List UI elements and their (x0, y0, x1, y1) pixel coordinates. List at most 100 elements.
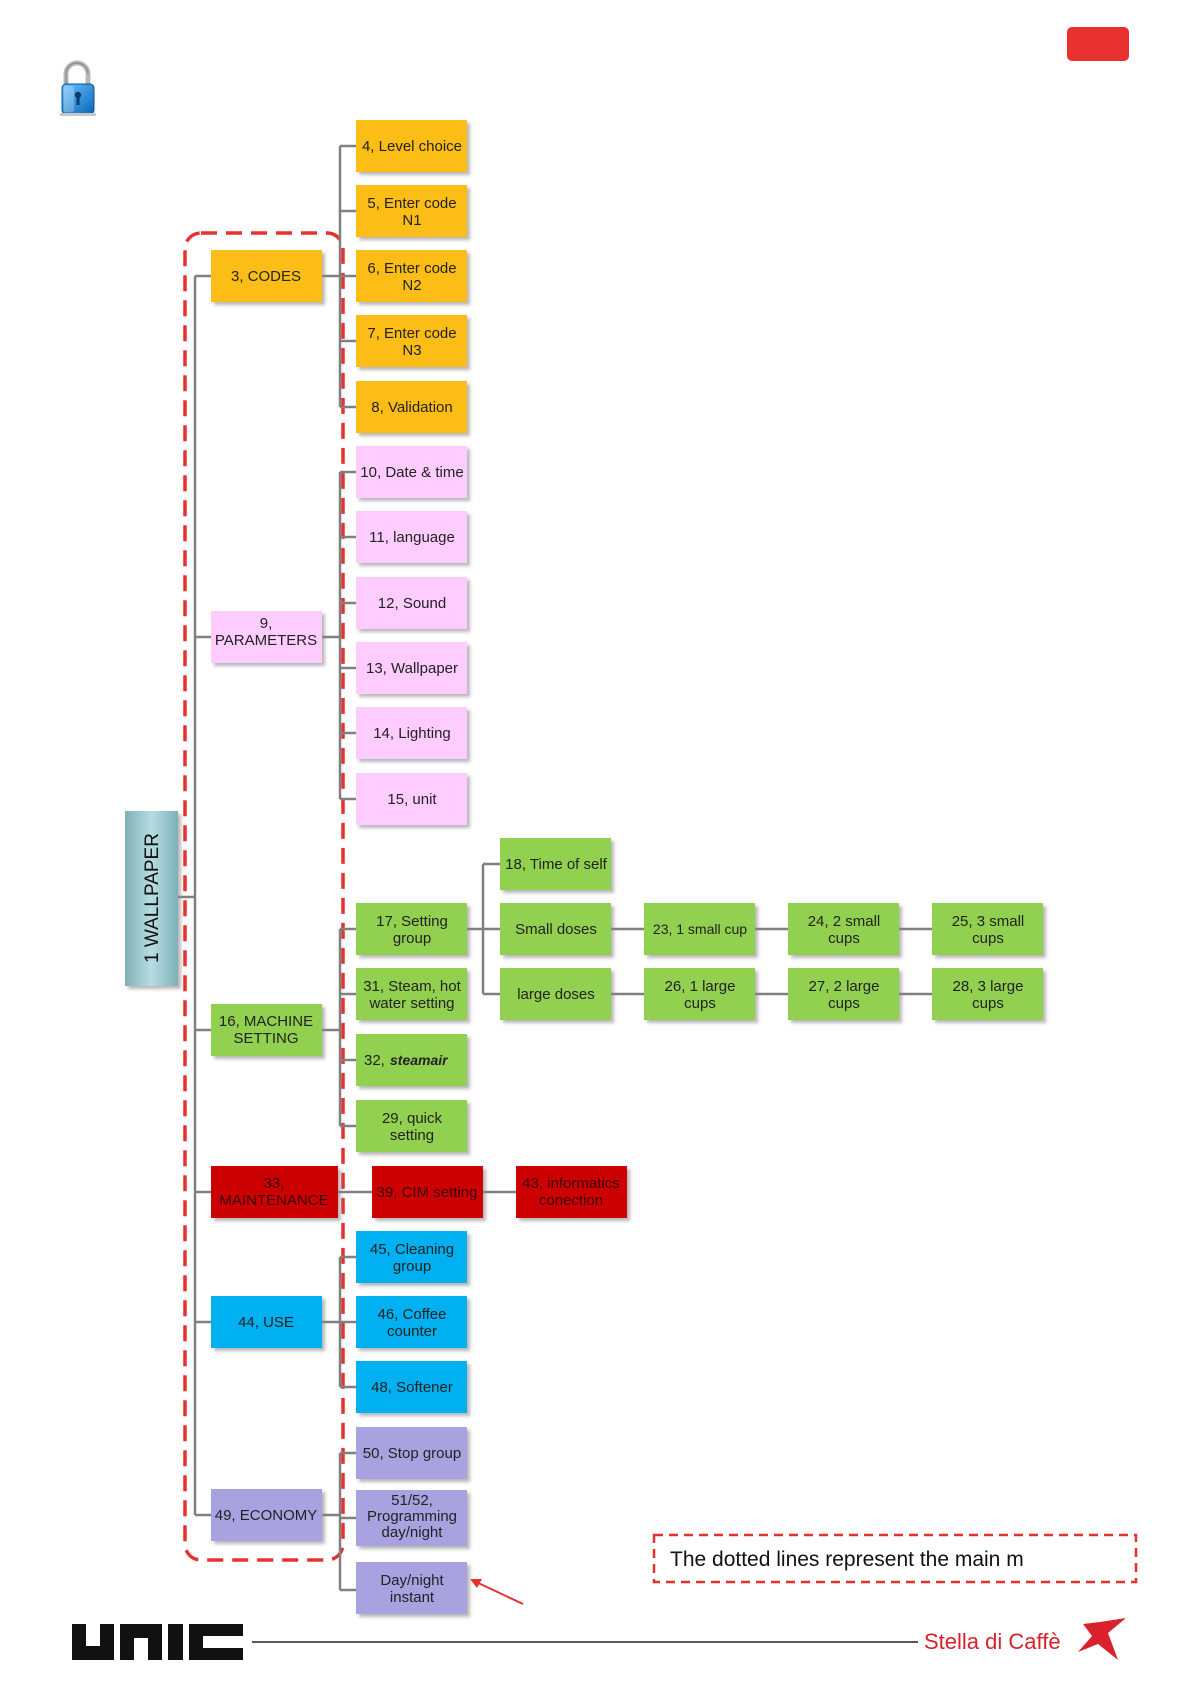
svg-text:cups: cups (684, 995, 716, 1012)
svg-text:15, unit: 15, unit (387, 791, 437, 808)
node-1-large-cups: 26, 1 large cups (644, 968, 755, 1020)
node-lighting: 14, Lighting (356, 707, 467, 759)
svg-text:9,: 9, (260, 615, 273, 632)
node-3-small-cups: 25, 3 small cups (932, 903, 1043, 955)
svg-text:16, MACHINE: 16, MACHINE (219, 1013, 313, 1030)
svg-text:cups: cups (828, 995, 860, 1012)
svg-text:instant: instant (390, 1589, 435, 1606)
node-coffee-counter: 46, Coffee counter (356, 1296, 467, 1348)
svg-text:39, CIM setting: 39, CIM setting (377, 1184, 478, 1201)
svg-text:18, Time of self: 18, Time of self (505, 856, 608, 873)
red-arrow-icon (470, 1579, 524, 1605)
group-label-codes: 3, CODES (231, 268, 301, 285)
node-day-night-instant: Day/night instant (356, 1562, 467, 1614)
node-small-doses: Small doses (500, 903, 611, 955)
stella-di-caffe-logo: Stella di Caffè (924, 1629, 1061, 1654)
svg-text:setting: setting (390, 1127, 434, 1144)
node-enter-code-n2: 6, Enter code N2 (356, 250, 467, 302)
node-2-small-cups: 24, 2 small cups (788, 903, 899, 955)
node-quick-setting: 29, quick setting (356, 1100, 467, 1152)
group-node-use: 44, USE (211, 1296, 322, 1348)
svg-text:26, 1 large: 26, 1 large (665, 978, 736, 995)
node-time-of-self: 18, Time of self (500, 838, 611, 890)
svg-text:PARAMETERS: PARAMETERS (215, 632, 317, 649)
svg-text:13, Wallpaper: 13, Wallpaper (366, 660, 458, 677)
node-1-small-cup: 23, 1 small cup (644, 903, 755, 955)
node-language: 11, language (356, 511, 467, 563)
svg-text:cups: cups (972, 995, 1004, 1012)
svg-text:8, Validation: 8, Validation (371, 399, 452, 416)
group-node-parameters: 9, PARAMETERS (211, 611, 322, 663)
node-programming-day-night: 51/52, Programming day/night (356, 1490, 467, 1546)
svg-text:group: group (393, 1258, 431, 1275)
node-2-large-cups: 27, 2 large cups (788, 968, 899, 1020)
svg-text:28, 3 large: 28, 3 large (953, 978, 1024, 995)
svg-text:14, Lighting: 14, Lighting (373, 725, 451, 742)
node-enter-code-n3: 7, Enter code N3 (356, 315, 467, 367)
svg-text:32,: 32, (364, 1052, 385, 1069)
svg-text:SETTING: SETTING (233, 1030, 298, 1047)
svg-text:46, Coffee: 46, Coffee (378, 1306, 447, 1323)
svg-text:conection: conection (539, 1192, 603, 1209)
root-label: 1 WALLPAPER (142, 833, 163, 963)
node-steamair: 32, steamair (356, 1034, 467, 1086)
node-sound: 12, Sound (356, 577, 467, 629)
note-text: The dotted lines represent the main m (670, 1548, 1024, 1571)
svg-text:12, Sound: 12, Sound (378, 595, 446, 612)
svg-text:51/52,: 51/52, (391, 1492, 433, 1509)
svg-text:day/night: day/night (382, 1524, 444, 1541)
svg-text:steamair: steamair (390, 1052, 449, 1068)
svg-text:large doses: large doses (517, 986, 595, 1003)
svg-text:24, 2 small: 24, 2 small (808, 913, 881, 930)
svg-text:33,: 33, (264, 1175, 285, 1192)
svg-text:5, Enter code: 5, Enter code (367, 195, 456, 212)
node-cleaning-group: 45, Cleaning group (356, 1231, 467, 1283)
group-node-machine-setting: 16, MACHINE SETTING (211, 1004, 322, 1056)
node-level-choice: 4, Level choice (356, 120, 467, 172)
svg-text:43, informatics: 43, informatics (522, 1175, 620, 1192)
svg-text:Day/night: Day/night (380, 1572, 444, 1589)
svg-text:31, Steam, hot: 31, Steam, hot (363, 978, 461, 995)
node-informatics-conection: 43, informatics conection (516, 1166, 627, 1218)
svg-text:counter: counter (387, 1323, 437, 1340)
svg-text:4, Level choice: 4, Level choice (362, 138, 462, 155)
node-3-large-cups: 28, 3 large cups (932, 968, 1043, 1020)
svg-text:water setting: water setting (368, 995, 454, 1012)
svg-text:cups: cups (972, 930, 1004, 947)
svg-text:N1: N1 (402, 212, 421, 229)
svg-text:6, Enter code: 6, Enter code (367, 260, 456, 277)
node-large-doses: large doses (500, 968, 611, 1020)
node-wallpaper: 13, Wallpaper (356, 642, 467, 694)
node-enter-code-n1: 5, Enter code N1 (356, 185, 467, 237)
group-node-codes: 3, CODES (211, 250, 322, 302)
svg-text:27, 2 large: 27, 2 large (809, 978, 880, 995)
svg-text:7, Enter code: 7, Enter code (367, 325, 456, 342)
node-unit: 15, unit (356, 773, 467, 825)
node-cim-setting: 39, CIM setting (372, 1166, 483, 1218)
note-box: The dotted lines represent the main m (652, 1533, 1138, 1584)
svg-text:N3: N3 (402, 342, 421, 359)
red-header-tab (1067, 27, 1129, 61)
svg-text:11, language: 11, language (369, 529, 455, 546)
svg-text:50, Stop group: 50, Stop group (363, 1445, 461, 1462)
svg-text:Programming: Programming (367, 1508, 457, 1525)
svg-text:45, Cleaning: 45, Cleaning (370, 1241, 454, 1258)
svg-text:25, 3 small: 25, 3 small (952, 913, 1025, 930)
svg-text:23, 1 small cup: 23, 1 small cup (653, 921, 747, 937)
node-steam-hot-water: 31, Steam, hot water setting (356, 968, 467, 1020)
node-setting-group: 17, Setting group (356, 903, 467, 955)
node-date-time: 10, Date & time (356, 446, 467, 498)
svg-text:29, quick: 29, quick (382, 1110, 443, 1127)
svg-text:10, Date & time: 10, Date & time (360, 464, 463, 481)
main-menu-dashed-frame (183, 231, 345, 1562)
svg-text:17, Setting: 17, Setting (376, 913, 448, 930)
padlock-icon (60, 60, 96, 116)
group-node-economy: 49, ECONOMY (211, 1489, 322, 1541)
node-validation: 8, Validation (356, 381, 467, 433)
node-stop-group: 50, Stop group (356, 1427, 467, 1479)
svg-text:N2: N2 (402, 277, 421, 294)
group-label-economy: 49, ECONOMY (215, 1507, 318, 1524)
svg-text:Small doses: Small doses (515, 921, 597, 938)
root-node: 1 WALLPAPER (125, 811, 178, 986)
